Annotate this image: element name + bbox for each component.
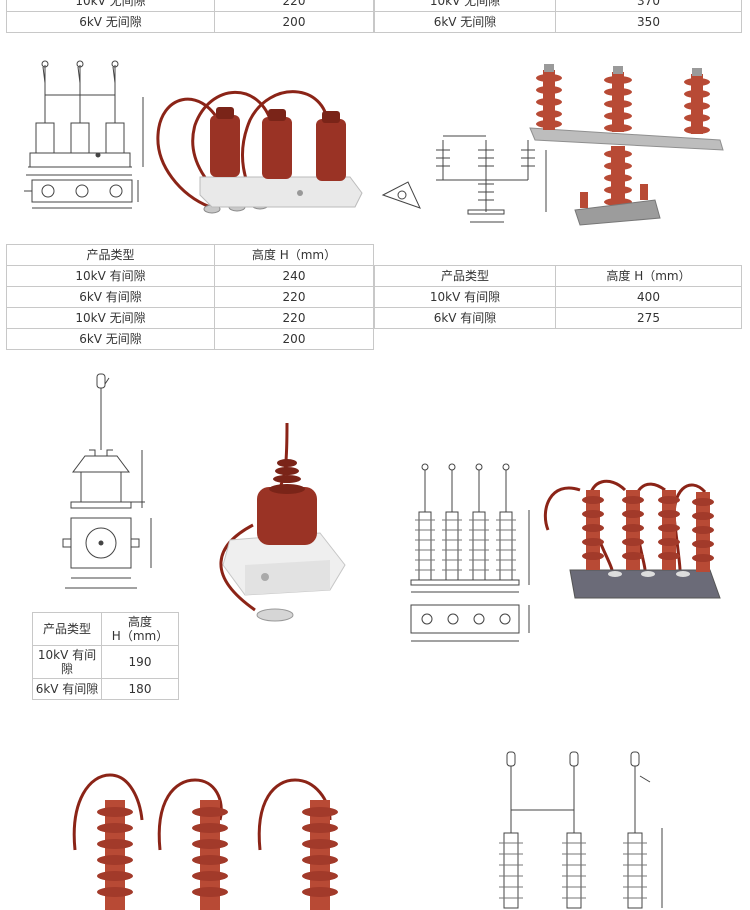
product-photo-single-arrester: [219, 422, 346, 622]
cell-height: 370: [555, 0, 742, 12]
table-row: 10kV 有间隙 400: [374, 286, 742, 308]
cell-height: 220: [214, 286, 374, 308]
table-row: 6kV 无间隙 350: [374, 11, 742, 33]
table-row: 6kV 有间隙 180: [32, 678, 179, 700]
cell-type: 10kV 无间隙: [6, 307, 215, 329]
cell-type: 6kV 无间隙: [374, 11, 556, 33]
spec-table-mid-right: 产品类型 高度 H（mm） 10kV 有间隙 400 6kV 有间隙 275: [374, 265, 742, 329]
header-height: 高度 H（mm）: [101, 612, 179, 646]
table-row: 10kV 有间隙 240: [6, 265, 374, 287]
header-height: 高度 H（mm）: [555, 265, 742, 287]
cell-height: 220: [214, 0, 374, 12]
table-row: 10kV 无间隙 220: [6, 0, 374, 12]
table-header-row: 产品类型 高度 H（mm）: [374, 265, 742, 287]
cell-type: 10kV 有间隙: [6, 265, 215, 287]
spec-table-top-right: 10kV 无间隙 370 6kV 无间隙 350: [374, 0, 742, 33]
header-height: 高度 H（mm）: [214, 244, 374, 266]
spec-table-mid-left: 产品类型 高度 H（mm） 10kV 有间隙 240 6kV 有间隙 220 1…: [6, 244, 374, 350]
cell-type: 10kV 无间隙: [374, 0, 556, 12]
cell-height: 180: [101, 678, 179, 700]
dimension-drawing-three-column: [490, 748, 670, 908]
product-photo-outdoor-arrester: [529, 64, 724, 226]
product-photo-combined-arrester: [156, 90, 363, 214]
cell-type: 6kV 无间隙: [6, 328, 215, 350]
cell-type: 6kV 无间隙: [6, 11, 215, 33]
cell-height: 200: [214, 11, 374, 33]
table-row: 6kV 无间隙 200: [6, 11, 374, 33]
header-type: 产品类型: [374, 265, 556, 287]
table-row: 6kV 无间隙 200: [6, 328, 374, 350]
cell-type: 10kV 有间 隙: [32, 645, 102, 679]
table-header-row: 产品类型 高度 H（mm）: [32, 612, 179, 646]
cell-height: 400: [555, 286, 742, 308]
cell-height: 200: [214, 328, 374, 350]
cell-type: 10kV 有间隙: [374, 286, 556, 308]
table-row: 10kV 有间 隙 190: [32, 645, 179, 679]
cell-height: 275: [555, 307, 742, 329]
table-row: 6kV 有间隙 275: [374, 307, 742, 329]
table-row: 10kV 无间隙 370: [374, 0, 742, 12]
dimension-drawing-single-arrester: [45, 370, 160, 595]
dimension-drawing-outdoor-arrester: [378, 130, 558, 230]
table-header-row: 产品类型 高度 H（mm）: [6, 244, 374, 266]
cell-type: 10kV 无间隙: [6, 0, 215, 12]
cell-height: 240: [214, 265, 374, 287]
dimension-drawing-three-phase: [18, 55, 163, 215]
product-photo-four-column-arrester: [543, 479, 721, 599]
spec-table-small: 产品类型 高度 H（mm） 10kV 有间 隙 190 6kV 有间隙 180: [32, 612, 179, 700]
cell-type: 6kV 有间隙: [32, 678, 102, 700]
cell-height: 220: [214, 307, 374, 329]
table-row: 10kV 无间隙 220: [6, 307, 374, 329]
header-type: 产品类型: [32, 612, 102, 646]
cell-type: 6kV 有间隙: [6, 286, 215, 308]
table-row: 6kV 有间隙 220: [6, 286, 374, 308]
cell-type: 6kV 有间隙: [374, 307, 556, 329]
dimension-drawing-four-column: [405, 460, 540, 645]
product-photo-three-arresters: [72, 773, 338, 910]
spec-table-top-left: 10kV 无间隙 220 6kV 无间隙 200: [6, 0, 374, 33]
cell-height: 190: [101, 645, 179, 679]
header-type: 产品类型: [6, 244, 215, 266]
cell-height: 350: [555, 11, 742, 33]
